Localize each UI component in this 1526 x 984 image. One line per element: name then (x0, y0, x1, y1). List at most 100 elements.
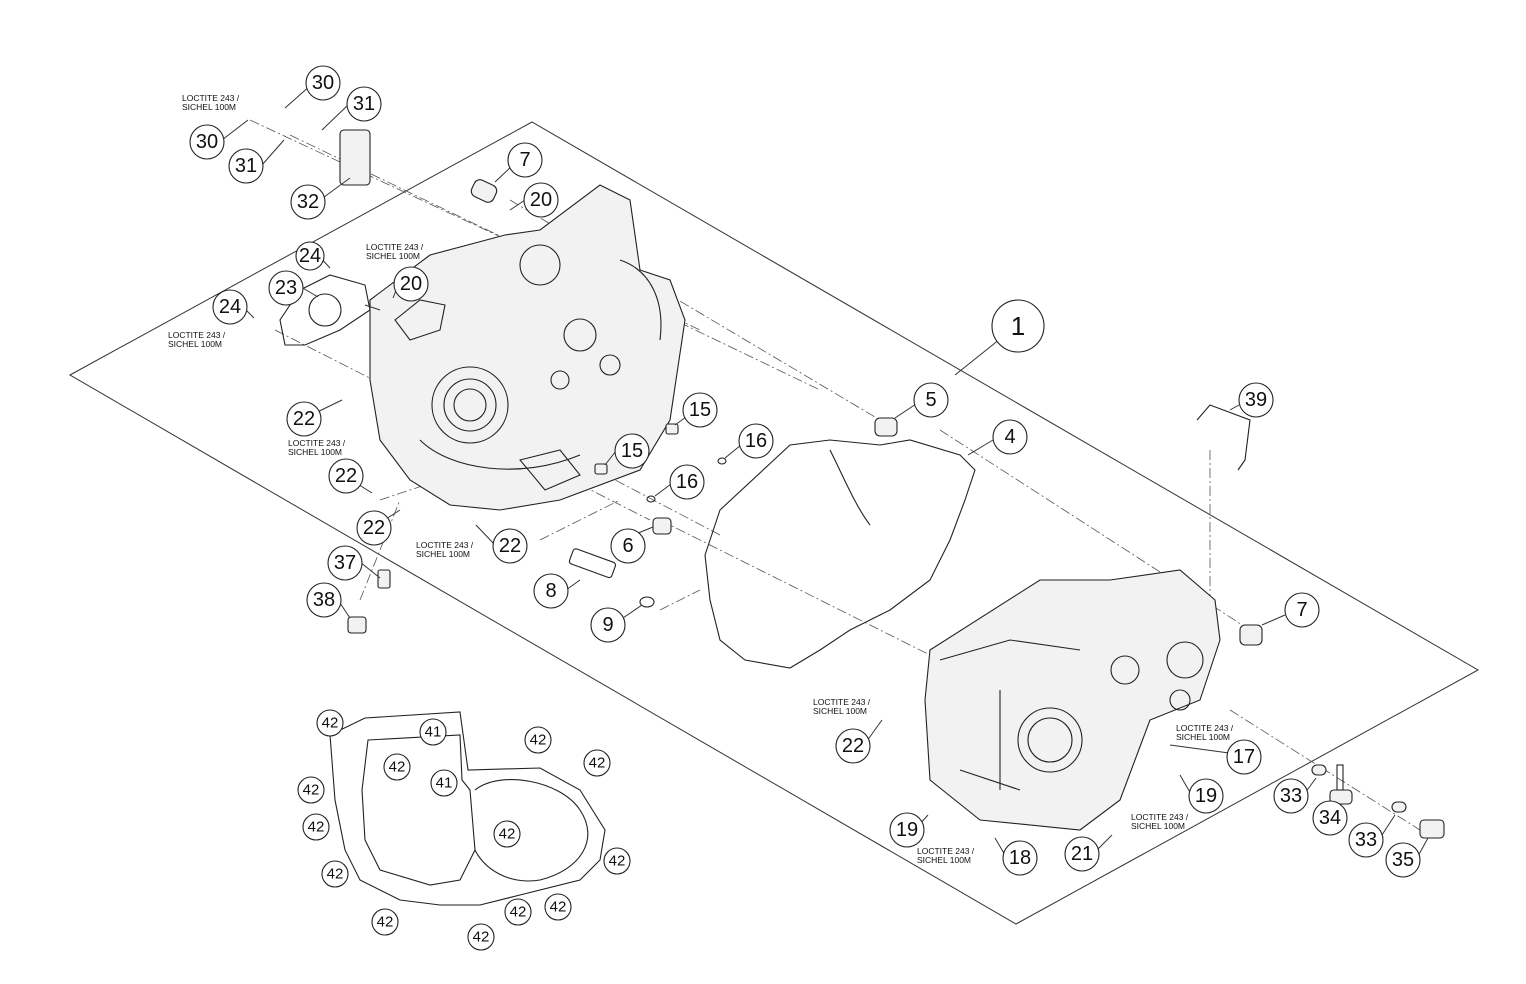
callout-39: 39 (1238, 382, 1274, 418)
callout-16: 16 (669, 464, 705, 500)
svg-text:42: 42 (530, 732, 547, 749)
svg-text:22: 22 (363, 517, 385, 539)
svg-text:42: 42 (473, 929, 490, 946)
svg-text:24: 24 (219, 296, 241, 318)
svg-text:42: 42 (589, 755, 606, 772)
callout-17: 17 (1226, 739, 1262, 775)
callout-9: 9 (590, 607, 626, 643)
svg-text:5: 5 (925, 389, 936, 411)
gasket-callout-labels: 41 41 42 42 42 42 42 42 42 42 42 42 42 4… (297, 709, 631, 951)
svg-text:37: 37 (334, 552, 356, 574)
callout-42: 42 (544, 893, 572, 921)
note-line2: SICHEL 100M (182, 102, 236, 112)
callout-42: 42 (467, 923, 495, 951)
left-crankcase-half (369, 184, 686, 511)
callout-6: 6 (610, 528, 646, 564)
callout-18: 18 (1002, 840, 1038, 876)
svg-text:16: 16 (745, 430, 767, 452)
callout-22: 22 (492, 528, 528, 564)
svg-text:7: 7 (519, 149, 530, 171)
svg-text:33: 33 (1355, 829, 1377, 851)
callout-22: 22 (328, 458, 364, 494)
callout-41: 41 (419, 718, 447, 746)
callout-41: 41 (430, 769, 458, 797)
callout-35: 35 (1385, 842, 1421, 878)
svg-text:22: 22 (842, 735, 864, 757)
svg-text:23: 23 (275, 277, 297, 299)
svg-text:8: 8 (545, 580, 556, 602)
note-line2: SICHEL 100M (917, 855, 971, 865)
callout-15: 15 (614, 433, 650, 469)
callout-31: 31 (346, 86, 382, 122)
callout-22: 22 (286, 401, 322, 437)
callout-labels: 1 5 4 39 7 7 6 8 9 15 15 16 16 17 19 19 … (189, 65, 1421, 878)
callout-32: 32 (290, 184, 326, 220)
callout-42: 42 (383, 753, 411, 781)
svg-text:42: 42 (322, 715, 339, 732)
note-line1: LOCTITE 243 / (1131, 812, 1189, 822)
note-line1: LOCTITE 243 / (168, 330, 226, 340)
callout-20: 20 (523, 182, 559, 218)
callout-42: 42 (493, 820, 521, 848)
callout-38: 38 (306, 582, 342, 618)
callout-24: 24 (295, 241, 325, 271)
svg-text:22: 22 (335, 465, 357, 487)
svg-text:39: 39 (1245, 389, 1267, 411)
note-line2: SICHEL 100M (168, 339, 222, 349)
svg-text:17: 17 (1233, 746, 1255, 768)
svg-text:1: 1 (1011, 311, 1025, 341)
svg-text:15: 15 (689, 399, 711, 421)
callout-20: 20 (393, 266, 429, 302)
callout-31: 31 (228, 148, 264, 184)
svg-text:42: 42 (377, 914, 394, 931)
callout-22: 22 (835, 728, 871, 764)
svg-text:34: 34 (1319, 807, 1341, 829)
callout-42: 42 (583, 749, 611, 777)
callout-33: 33 (1273, 778, 1309, 814)
callout-19: 19 (1188, 778, 1224, 814)
svg-text:42: 42 (389, 759, 406, 776)
note-line1: LOCTITE 243 / (1176, 723, 1234, 733)
note-line2: SICHEL 100M (288, 447, 342, 457)
small-parts (279, 129, 1445, 839)
note-line2: SICHEL 100M (813, 706, 867, 716)
callout-24: 24 (212, 289, 248, 325)
callout-16: 16 (738, 423, 774, 459)
svg-text:19: 19 (896, 819, 918, 841)
svg-text:20: 20 (400, 273, 422, 295)
note-line2: SICHEL 100M (1131, 821, 1185, 831)
svg-text:42: 42 (327, 866, 344, 883)
svg-text:35: 35 (1392, 849, 1414, 871)
callout-42: 42 (524, 726, 552, 754)
callout-37: 37 (327, 545, 363, 581)
note-line1: LOCTITE 243 / (366, 242, 424, 252)
callout-30: 30 (189, 124, 225, 160)
callout-19: 19 (889, 812, 925, 848)
callout-42: 42 (504, 898, 532, 926)
svg-text:7: 7 (1296, 599, 1307, 621)
note-line1: LOCTITE 243 / (917, 846, 975, 856)
svg-text:42: 42 (308, 819, 325, 836)
callout-42: 42 (297, 776, 325, 804)
svg-text:22: 22 (499, 535, 521, 557)
svg-text:16: 16 (676, 471, 698, 493)
callout-7: 7 (507, 142, 543, 178)
svg-text:32: 32 (297, 191, 319, 213)
svg-text:18: 18 (1009, 847, 1031, 869)
note-line1: LOCTITE 243 / (813, 697, 871, 707)
note-line2: SICHEL 100M (416, 549, 470, 559)
callout-42: 42 (316, 709, 344, 737)
svg-text:22: 22 (293, 408, 315, 430)
callout-1: 1 (991, 299, 1045, 353)
svg-text:9: 9 (602, 614, 613, 636)
svg-text:42: 42 (303, 782, 320, 799)
svg-text:24: 24 (299, 245, 321, 267)
callout-5: 5 (913, 382, 949, 418)
callout-7: 7 (1284, 592, 1320, 628)
callout-22: 22 (356, 510, 392, 546)
callout-42: 42 (321, 860, 349, 888)
svg-text:20: 20 (530, 189, 552, 211)
svg-text:33: 33 (1280, 785, 1302, 807)
callout-34: 34 (1312, 800, 1348, 836)
callout-30: 30 (305, 65, 341, 101)
